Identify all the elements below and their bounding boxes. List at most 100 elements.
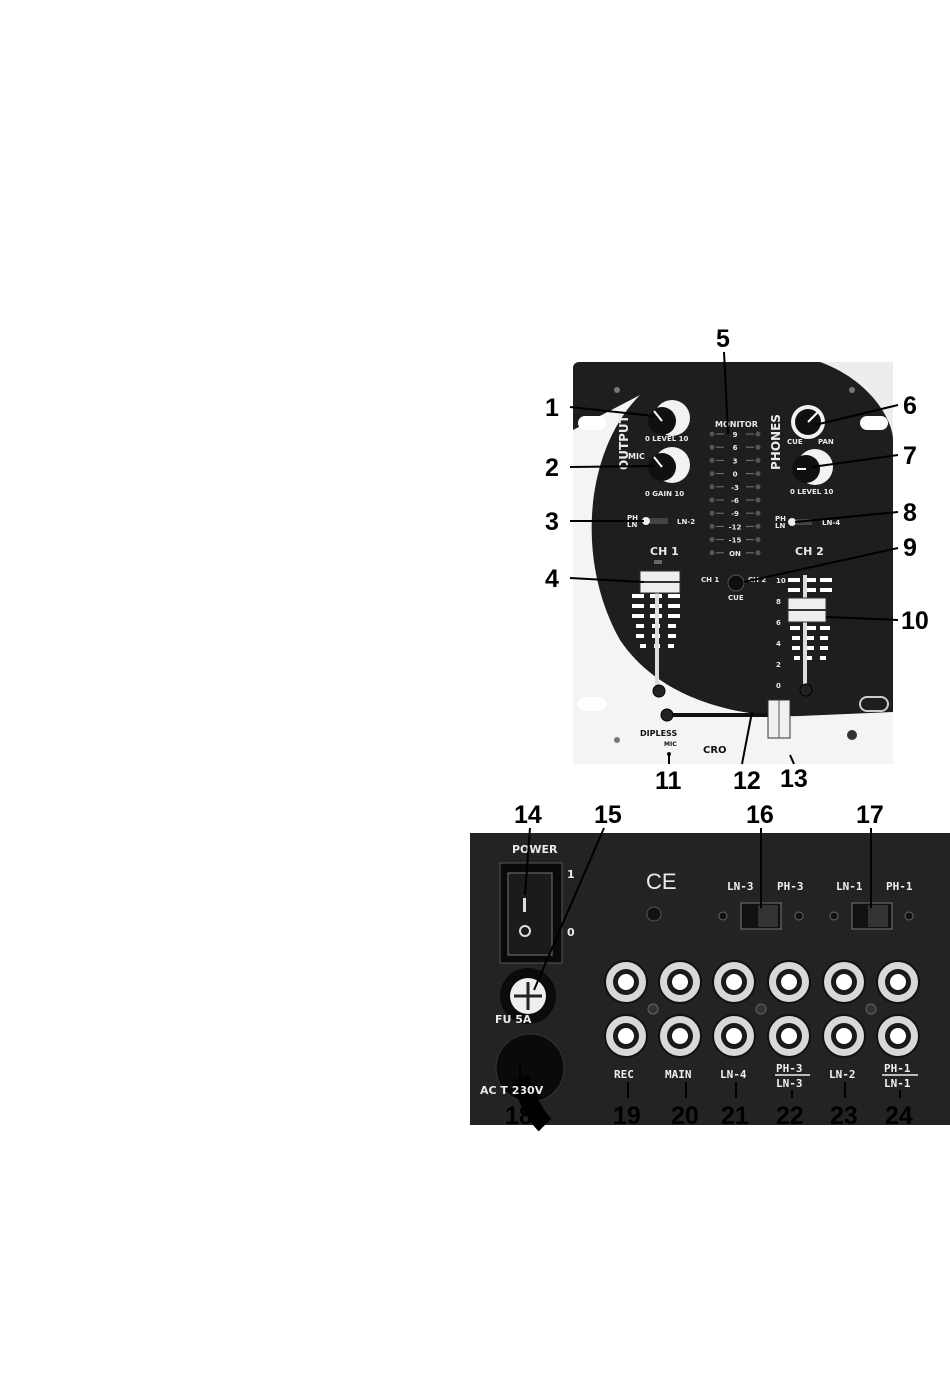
ln1-label: LN-1 xyxy=(884,1077,911,1090)
meter-led-right xyxy=(755,471,761,477)
callout-10: 10 xyxy=(901,607,929,635)
ph3-label: PH-3 xyxy=(776,1062,803,1075)
power-switch[interactable] xyxy=(507,872,553,956)
callout-22: 22 xyxy=(776,1102,804,1130)
rca-jack[interactable] xyxy=(767,1014,811,1058)
main-label: MAIN xyxy=(665,1068,692,1081)
mic-gain-scale: 0 GAIN 10 xyxy=(645,490,684,498)
crossfader-track xyxy=(668,713,788,717)
panel-screw xyxy=(647,1003,659,1015)
rca-jack[interactable] xyxy=(876,960,920,1004)
ch1-input-selector[interactable] xyxy=(642,517,650,525)
callout-20: 20 xyxy=(671,1102,699,1130)
callout-11: 11 xyxy=(655,767,682,795)
callout-7: 7 xyxy=(903,442,917,470)
mount-slot xyxy=(859,696,889,712)
panel-screw xyxy=(865,1003,877,1015)
ch2-ph-label: PH xyxy=(775,515,786,523)
ch2-ln4-label: LN-4 xyxy=(822,519,840,527)
meter-led-right xyxy=(755,537,761,543)
dipless-label: DIPLESS xyxy=(640,729,677,738)
rca-jack[interactable] xyxy=(604,1014,648,1058)
ln4-label: LN-4 xyxy=(720,1068,747,1081)
rec-label: REC xyxy=(614,1068,634,1081)
meter-row: -15 xyxy=(709,537,761,545)
rca-jacks xyxy=(604,960,920,1058)
crossfader-label: CRO xyxy=(703,745,727,756)
meter-row: 0 xyxy=(709,471,761,479)
mic-label: MIC xyxy=(628,452,645,461)
meter-led-left xyxy=(709,457,715,463)
ch2-fader-scale-label: 10 xyxy=(776,577,786,585)
callout-leaders xyxy=(519,351,901,1098)
rca-jack[interactable] xyxy=(822,960,866,1004)
rca-jack[interactable] xyxy=(712,1014,756,1058)
meter-row: 9 xyxy=(709,431,761,439)
meter-row: ON xyxy=(709,550,761,558)
meter-led-left xyxy=(709,431,715,437)
ch2-ln-label: LN xyxy=(775,522,785,530)
ch1-ln2-label: LN-2 xyxy=(677,518,695,526)
cue-label: CUE xyxy=(787,438,803,446)
ch2-input-selector[interactable] xyxy=(788,518,796,526)
rca-jack[interactable] xyxy=(658,1014,702,1058)
ch2-label: CH 2 xyxy=(795,545,824,558)
meter-scale-label: 6 xyxy=(733,444,738,452)
pan-label: PAN xyxy=(818,438,834,446)
callout-6: 6 xyxy=(903,392,917,420)
callout-13: 13 xyxy=(780,765,808,793)
callout-8: 8 xyxy=(903,499,917,527)
output-label: OUTPUT xyxy=(617,414,631,470)
switch17-ph1-label: PH-1 xyxy=(886,880,913,893)
meter-led-right xyxy=(755,497,761,503)
meter-led-right xyxy=(755,484,761,490)
callout-numbers: 1 2 3 4 5 6 7 8 9 10 11 12 13 14 15 16 1… xyxy=(505,325,929,1130)
callout-2: 2 xyxy=(545,454,559,482)
meter-led-right xyxy=(755,523,761,529)
meter-led-left xyxy=(709,497,715,503)
rca-jack[interactable] xyxy=(604,960,648,1004)
callout-14: 14 xyxy=(514,801,542,829)
rca-jack[interactable] xyxy=(876,1014,920,1058)
rca-jack[interactable] xyxy=(767,960,811,1004)
ch2-fader-scale-label: 0 xyxy=(776,682,781,690)
ch2-fader-bars xyxy=(788,578,832,660)
meter-led-left xyxy=(709,444,715,450)
meter-scale-label: 9 xyxy=(733,431,738,439)
mount-slot xyxy=(578,697,606,711)
rca-jack[interactable] xyxy=(658,960,702,1004)
callout-5: 5 xyxy=(716,325,730,353)
meter-scale-label: -6 xyxy=(731,497,739,505)
meter-scale-label: -9 xyxy=(731,510,739,518)
meter-led-right xyxy=(755,510,761,516)
phones-level-scale: 0 LEVEL 10 xyxy=(790,488,834,496)
ch1-ln-label: LN xyxy=(627,521,637,529)
ch1-label: CH 1 xyxy=(650,545,679,558)
ln3-label: LN-3 xyxy=(776,1077,803,1090)
power-off-mark: 0 xyxy=(567,926,575,939)
callout-4: 4 xyxy=(545,565,559,593)
phones-label: PHONES xyxy=(769,414,783,470)
callout-21: 21 xyxy=(721,1102,749,1130)
rca-jack[interactable] xyxy=(822,1014,866,1058)
callout-23: 23 xyxy=(830,1102,858,1130)
meter-row: 3 xyxy=(709,457,761,465)
callout-17: 17 xyxy=(856,801,884,829)
ph1-label: PH-1 xyxy=(884,1062,911,1075)
meter-led-right xyxy=(755,550,761,556)
meter-led-right xyxy=(755,444,761,450)
cue-selector-knob[interactable] xyxy=(727,574,745,592)
top-panel: OUTPUT 0 LEVEL 10 MIC 0 GAIN 10 PH LN LN… xyxy=(573,362,893,764)
meter-row: -12 xyxy=(709,523,761,531)
meter-scale-label: -12 xyxy=(729,523,742,531)
ce-mark: CE xyxy=(646,869,677,894)
ch1-ph-label: PH xyxy=(627,514,638,522)
power-cord xyxy=(511,1075,552,1132)
ch1-fader-track xyxy=(655,585,659,690)
meter-row: -3 xyxy=(709,484,761,492)
cue-small-label: CUE xyxy=(728,594,744,602)
output-level-scale: 0 LEVEL 10 xyxy=(645,435,689,443)
rca-jack[interactable] xyxy=(712,960,756,1004)
